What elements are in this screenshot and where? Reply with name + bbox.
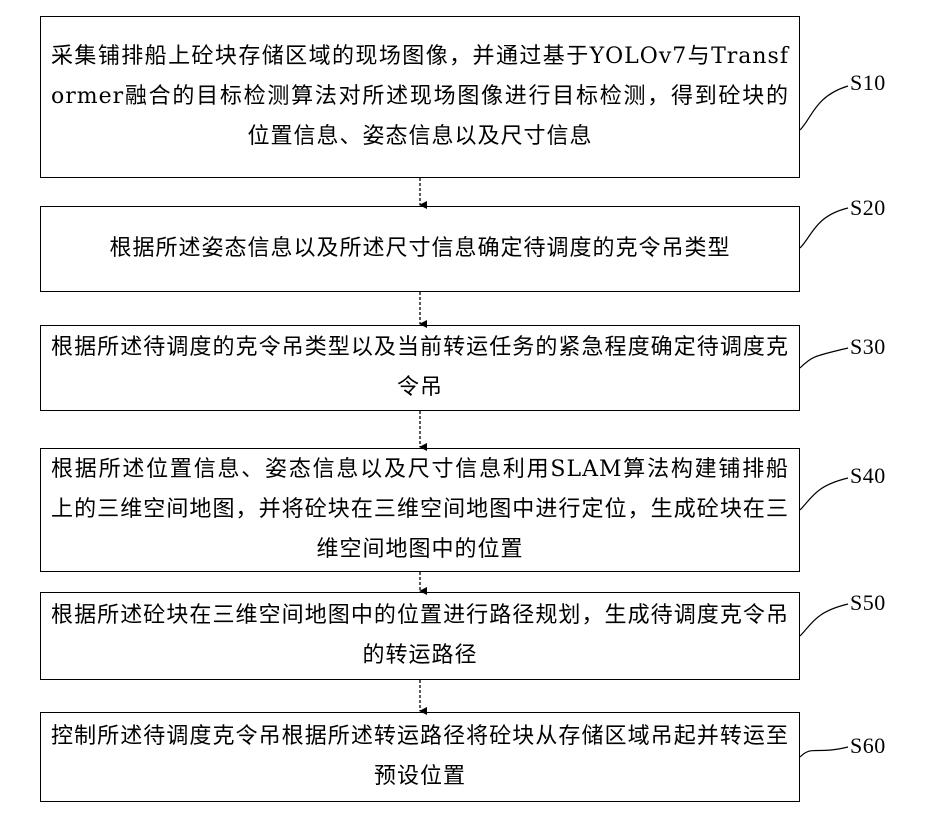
step-label-s60: S60	[850, 733, 886, 759]
step-text-s20: 根据所述姿态信息以及所述尺寸信息确定待调度的克令吊类型	[51, 229, 789, 269]
step-text-s30: 根据所述待调度的克令吊类型以及当前转运任务的紧急程度确定待调度克令吊	[51, 328, 789, 408]
step-text-s50: 根据所述砼块在三维空间地图中的位置进行路径规划，生成待调度克令吊的转运路径	[51, 596, 789, 676]
step-label-s10: S10	[850, 70, 886, 96]
step-label-s20: S20	[850, 195, 886, 221]
leader-line-s40	[800, 478, 848, 510]
step-box-s60: 控制所述待调度克令吊根据所述转运路径将砼块从存储区域吊起并转运至预设位置	[40, 712, 800, 802]
leader-line-s10	[800, 86, 848, 130]
step-text-s60: 控制所述待调度克令吊根据所述转运路径将砼块从存储区域吊起并转运至预设位置	[51, 717, 789, 797]
leader-line-s20	[800, 208, 848, 248]
leader-line-s30	[800, 348, 848, 368]
leader-line-s50	[800, 604, 848, 636]
step-box-s50: 根据所述砼块在三维空间地图中的位置进行路径规划，生成待调度克令吊的转运路径	[40, 592, 800, 680]
step-text-s40: 根据所述位置信息、姿态信息以及尺寸信息利用SLAM算法构建铺排船上的三维空间地图…	[51, 450, 789, 570]
step-box-s40: 根据所述位置信息、姿态信息以及尺寸信息利用SLAM算法构建铺排船上的三维空间地图…	[40, 448, 800, 572]
step-box-s10: 采集铺排船上砼块存储区域的现场图像，并通过基于YOLOv7与Transforme…	[40, 16, 800, 178]
step-label-s50: S50	[850, 590, 886, 616]
step-box-s20: 根据所述姿态信息以及所述尺寸信息确定待调度的克令吊类型	[40, 206, 800, 292]
leader-line-s60	[800, 747, 848, 757]
step-label-s40: S40	[850, 463, 886, 489]
step-text-s10: 采集铺排船上砼块存储区域的现场图像，并通过基于YOLOv7与Transforme…	[51, 37, 789, 157]
step-label-s30: S30	[850, 334, 886, 360]
step-box-s30: 根据所述待调度的克令吊类型以及当前转运任务的紧急程度确定待调度克令吊	[40, 325, 800, 411]
